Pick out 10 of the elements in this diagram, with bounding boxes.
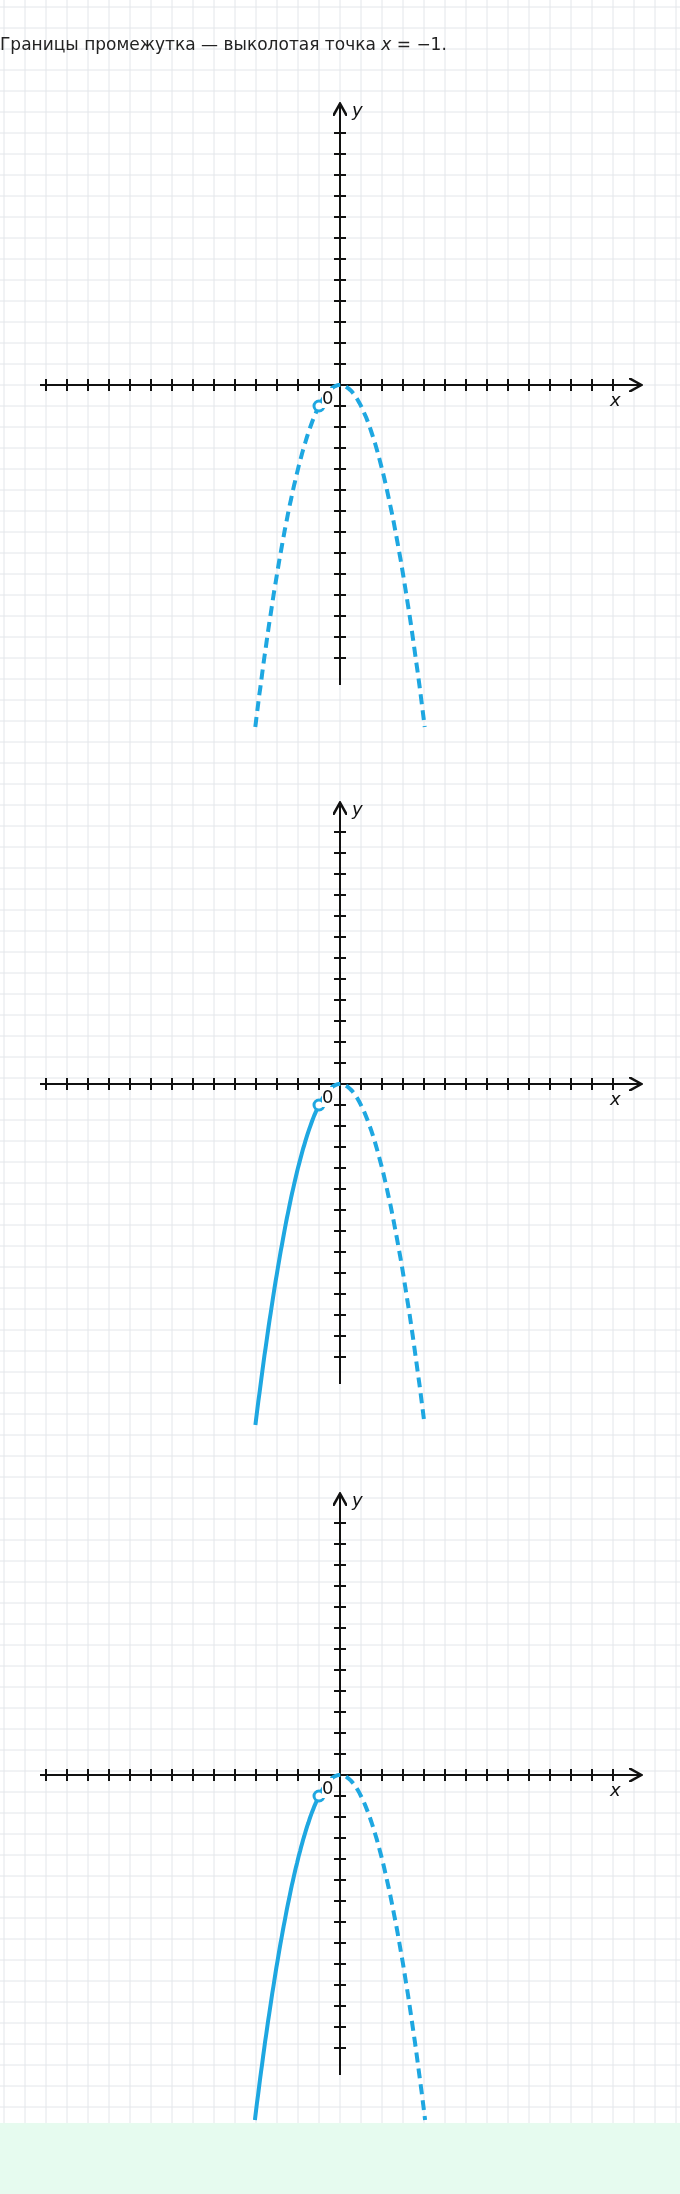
y-axis-label: y: [352, 1490, 363, 1510]
x-axis-label: x: [610, 1780, 621, 1800]
origin-label: 0: [322, 1778, 334, 1798]
y-axis-label: y: [352, 100, 363, 120]
title-text: Границы промежутка — выколотая точка x = −1.: [0, 34, 447, 54]
x-axis-label: x: [610, 1089, 621, 1109]
origin-label: 0: [322, 1087, 334, 1107]
y-axis-label: y: [352, 799, 363, 819]
origin-label: 0: [322, 388, 334, 408]
x-axis-label: x: [610, 390, 621, 410]
